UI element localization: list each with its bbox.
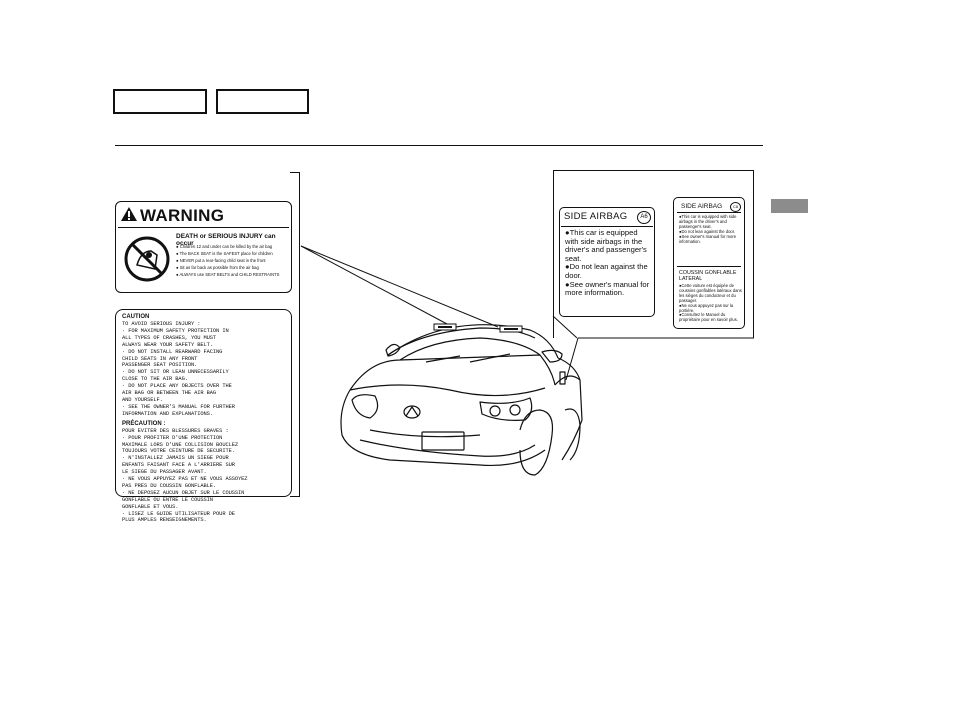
precaution-line: · LISEZ LE GUIDE UTILISATEUR POUR DE — [122, 510, 235, 517]
header-rule — [115, 145, 763, 146]
caution-line: PASSENGER SEAT POSITION. — [122, 362, 198, 369]
label-code-badge: A6 — [637, 211, 651, 224]
caution-line: ALL TYPES OF CRASHES, YOU MUST — [122, 334, 217, 341]
side-airbag-bullet: ●Do not lean against the door. — [565, 262, 648, 280]
nav-box-2[interactable] — [216, 89, 309, 114]
caution-line: CHILD SEATS IN ANY FRONT — [122, 355, 198, 362]
precaution-line: ENFANTS FAISANT FACE A L'ARRIERE SUR — [122, 462, 235, 469]
warning-heading: WARNING — [140, 206, 225, 225]
small-label-bullet-fr: ●Consultez le Manuel du propriétaire pou… — [679, 312, 738, 323]
caution-line: ALWAYS WEAR YOUR SAFETY BELT. — [122, 341, 213, 348]
warning-triangle-icon — [121, 207, 137, 221]
precaution-line: MAXIMALE LORS D'UNE COLLISION BOUCLEZ — [122, 441, 238, 448]
caution-line: CLOSE TO THE AIR BAG. — [122, 376, 188, 383]
caution-title: CAUTION — [122, 314, 150, 320]
precaution-line: · NE VOUS APPUYEZ PAS ET NE VOUS ASSOYEZ — [122, 476, 248, 483]
label-group-bracket — [290, 172, 300, 497]
small-label-heading-fr: COUSSIN GONFLABLE LATERAL — [679, 270, 737, 282]
side-airbag-label: SIDE AIRBAG A6 ●This car is equipped wit… — [559, 207, 655, 317]
warning-bullet: ● Children 12 and under can be killed by… — [176, 244, 273, 249]
small-label-bullet: ●See owner's manual for more information… — [679, 233, 737, 244]
precaution-line: PAS PRES DU COUSSIN GONFLABLE. — [122, 482, 217, 489]
precaution-line: · POUR PROFITER D'UNE PROTECTION — [122, 434, 223, 441]
side-airbag-callout — [553, 170, 754, 338]
precaution-line: LE SIEGE DU PASSAGER AVANT. — [122, 469, 207, 476]
small-label-code-badge: C8 — [730, 202, 741, 212]
precaution-line: GONFLABLE ET VOUS. — [122, 503, 179, 510]
small-label-bullet: ●This car is equipped with side airbags … — [679, 214, 737, 229]
warning-bullet: ● Sit as far back as possible from the a… — [176, 265, 259, 270]
precaution-line: GONFLABLE OU ENTRE LE COUSSIN — [122, 496, 213, 503]
warning-bullet: ● The BACK SEAT is the SAFEST place for … — [176, 251, 273, 256]
precaution-line: TOUJOURS VOTRE CEINTURE DE SECURITE. — [122, 448, 235, 455]
precaution-line: POUR EVITER DES BLESSURES GRAVES : — [122, 427, 229, 434]
caution-line: · DO NOT SIT OR LEAN UNNECESSARILY — [122, 369, 229, 376]
precaution-line: · NE DEPOSEZ AUCUN OBJET SUR LE COUSSIN — [122, 489, 245, 496]
caution-line: · FOR MAXIMUM SAFETY PROTECTION IN — [122, 327, 229, 334]
caution-label: CAUTION TO AVOID SERIOUS INJURY : · FOR … — [115, 309, 292, 523]
caution-line: INFORMATION AND EXPLANATIONS. — [122, 410, 213, 417]
warning-bullet: ● NEVER put a rear-facing child seat in … — [176, 258, 266, 263]
warning-divider — [118, 227, 289, 228]
warning-main-text: DEATH or SERIOUS INJURY can occur — [176, 233, 276, 247]
small-label-bullet-fr: ●Cette voiture est équipée de coussins g… — [679, 283, 742, 303]
small-label-bullets-fr: ●Cette voiture est équipée de coussins g… — [679, 283, 743, 323]
caution-line: TO AVOID SERIOUS INJURY : — [122, 321, 201, 327]
side-airbag-label-bilingual: SIDE AIRBAG C8 ●This car is equipped wit… — [673, 197, 745, 329]
no-rear-facing-child-seat-icon — [124, 236, 170, 282]
warning-bullets: ● Children 12 and under can be killed by… — [176, 243, 291, 278]
small-label-heading: SIDE AIRBAG — [681, 203, 723, 210]
caution-line: AIR BAG OR BETWEEN THE AIR BAG — [122, 390, 217, 397]
side-airbag-bullets: ●This car is equipped with side airbags … — [565, 228, 653, 298]
side-airbag-heading: SIDE AIRBAG — [564, 211, 628, 222]
side-airbag-divider — [561, 226, 653, 227]
precaution-line: PLUS AMPLES RENSEIGNEMENTS. — [122, 517, 207, 524]
side-airbag-bullet: ●This car is equipped with side airbags … — [565, 228, 647, 263]
caution-line: · DO NOT PLACE ANY OBJECTS OVER THE — [122, 383, 232, 390]
small-label-divider — [677, 212, 741, 213]
side-airbag-bullet: ●See owner's manual for more information… — [565, 279, 650, 298]
warning-bullet: ● ALWAYS use SEAT BELTS and CHILD RESTRA… — [176, 272, 280, 277]
caution-line: · DO NOT INSTALL REARWARD FACING — [122, 348, 223, 355]
nav-box-1[interactable] — [113, 89, 207, 114]
warning-label: WARNING DEATH or SERIOUS INJURY can occu… — [115, 201, 292, 293]
small-label-bullets-en: ●This car is equipped with side airbags … — [679, 214, 743, 244]
small-label-bullet: ●Do not lean against the door. — [679, 228, 736, 234]
car-illustration — [340, 323, 583, 476]
precaution-title: PRÉCAUTION : — [122, 420, 166, 427]
small-label-divider-2 — [677, 266, 741, 267]
section-tab[interactable] — [771, 199, 808, 213]
precaution-line: · N'INSTALLEZ JAMAIS UN SIEGE POUR — [122, 455, 229, 462]
caution-line: AND YOURSELF. — [122, 396, 163, 403]
caution-line: · SEE THE OWNER'S MANUAL FOR FURTHER — [122, 403, 235, 410]
small-label-bullet-fr: ●Ne vous appuyez pas sur la portière. — [679, 302, 734, 313]
